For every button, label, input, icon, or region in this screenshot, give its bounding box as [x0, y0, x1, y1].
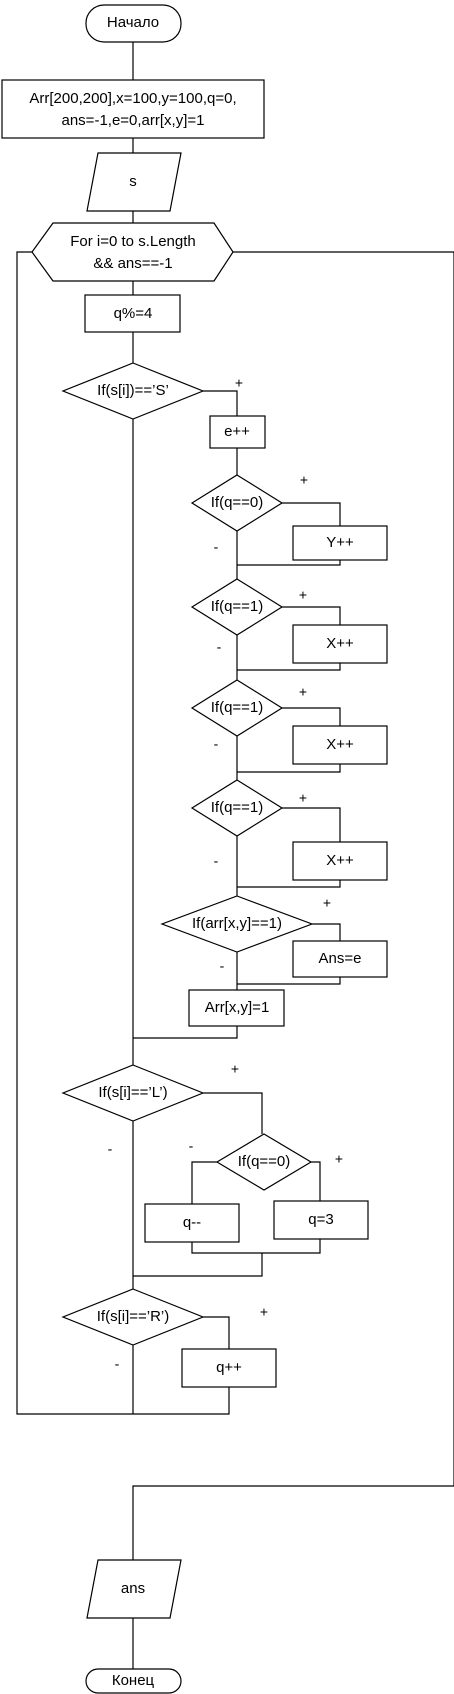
x-inc-a-label: X++ — [326, 635, 354, 652]
e-inc-label: e++ — [224, 423, 250, 440]
input-s: s — [86, 152, 182, 212]
init-process: Arr[200,200],x=100,y=100,q=0, ans=-1,e=0… — [1, 79, 265, 139]
if-q0-yes-label: + — [300, 472, 308, 488]
if-q1-b-label: If(q==1) — [211, 699, 264, 716]
x-inc-b-process: X++ — [292, 725, 388, 765]
if-q0-l-decision: If(q==0) — [215, 1133, 313, 1191]
if-q1-c-decision: If(q==1) — [190, 779, 284, 837]
if-q0-l-yes-label: + — [335, 1151, 343, 1167]
if-q1-b-yes-label: + — [299, 684, 307, 700]
if-q1-a-decision: If(q==1) — [190, 578, 284, 636]
arr-set-label: Arr[x,y]=1 — [205, 999, 270, 1016]
if-q0-l-label: If(q==0) — [238, 1153, 291, 1170]
if-arr-decision: If(arr[x,y]==1) — [160, 895, 314, 953]
x-inc-c-process: X++ — [292, 841, 388, 881]
if-l-no-label: - — [108, 1141, 113, 1157]
q-mod-process: q%=4 — [84, 294, 181, 333]
if-q1-c-label: If(q==1) — [211, 799, 264, 816]
y-inc-label: Y++ — [326, 534, 354, 551]
connectors — [16, 42, 454, 1669]
if-q1-a-label: If(q==1) — [211, 598, 264, 615]
output-ans-label: ans — [121, 1580, 145, 1597]
q-set3-process: q=3 — [273, 1200, 369, 1240]
output-ans: ans — [86, 1559, 182, 1619]
init-line-1: Arr[200,200],x=100,y=100,q=0, — [29, 90, 236, 107]
if-q1-a-no-label: - — [217, 639, 222, 655]
if-r-yes-label: + — [260, 1304, 268, 1320]
q-inc-process: q++ — [181, 1348, 277, 1388]
if-l-label: If(s[i]==’L’) — [98, 1084, 167, 1101]
arr-set-process: Arr[x,y]=1 — [188, 989, 285, 1027]
x-inc-c-label: X++ — [326, 852, 354, 869]
q-set3-label: q=3 — [308, 1211, 333, 1228]
x-inc-a-process: X++ — [292, 624, 388, 664]
if-l-decision: If(s[i]==’L’) — [61, 1064, 205, 1122]
if-arr-no-label: - — [220, 958, 225, 974]
input-s-label: s — [129, 173, 137, 190]
if-q0-label: If(q==0) — [211, 494, 264, 511]
start-label: Начало — [107, 14, 159, 31]
if-s-yes-label: + — [235, 375, 243, 391]
if-l-yes-label: + — [231, 1061, 239, 1077]
ans-e-label: Ans=e — [319, 950, 362, 967]
if-r-label: If(s[i]==’R’) — [97, 1308, 170, 1325]
if-arr-label: If(arr[x,y]==1) — [192, 915, 282, 932]
x-inc-b-label: X++ — [326, 736, 354, 753]
if-r-no-label: - — [115, 1356, 120, 1372]
if-q1-a-yes-label: + — [299, 587, 307, 603]
if-q1-b-no-label: - — [214, 736, 219, 752]
q-dec-process: q-- — [144, 1203, 240, 1243]
q-mod-label: q%=4 — [114, 305, 153, 322]
if-q0-no-label: - — [214, 539, 219, 555]
branch-labels: + + - + - + - + - + - + - - + + - — [108, 375, 343, 1372]
if-q1-c-yes-label: + — [299, 790, 307, 806]
if-q0-l-no-label: - — [189, 1138, 194, 1154]
if-q0-decision: If(q==0) — [190, 474, 284, 532]
if-s-decision: If(s[i])==’S’ — [61, 362, 205, 420]
if-s-label: If(s[i])==’S’ — [97, 382, 169, 399]
end-terminal: Конец — [85, 1668, 182, 1694]
y-inc-process: Y++ — [292, 525, 388, 561]
ans-e-process: Ans=e — [292, 940, 388, 978]
start-terminal: Начало — [85, 4, 182, 43]
e-inc-process: e++ — [209, 415, 266, 449]
if-r-decision: If(s[i]==’R’) — [61, 1288, 205, 1346]
loop-line-2: && ans==-1 — [93, 255, 172, 272]
q-inc-label: q++ — [216, 1359, 242, 1376]
q-dec-label: q-- — [183, 1214, 201, 1231]
loop-line-1: For i=0 to s.Length — [70, 233, 196, 250]
if-q1-b-decision: If(q==1) — [190, 679, 284, 737]
end-label: Конец — [112, 1672, 155, 1689]
for-loop: For i=0 to s.Length && ans==-1 — [31, 222, 234, 282]
if-q1-c-no-label: - — [214, 853, 219, 869]
init-line-2: ans=-1,e=0,arr[x,y]=1 — [62, 112, 205, 129]
if-arr-yes-label: + — [323, 895, 331, 911]
